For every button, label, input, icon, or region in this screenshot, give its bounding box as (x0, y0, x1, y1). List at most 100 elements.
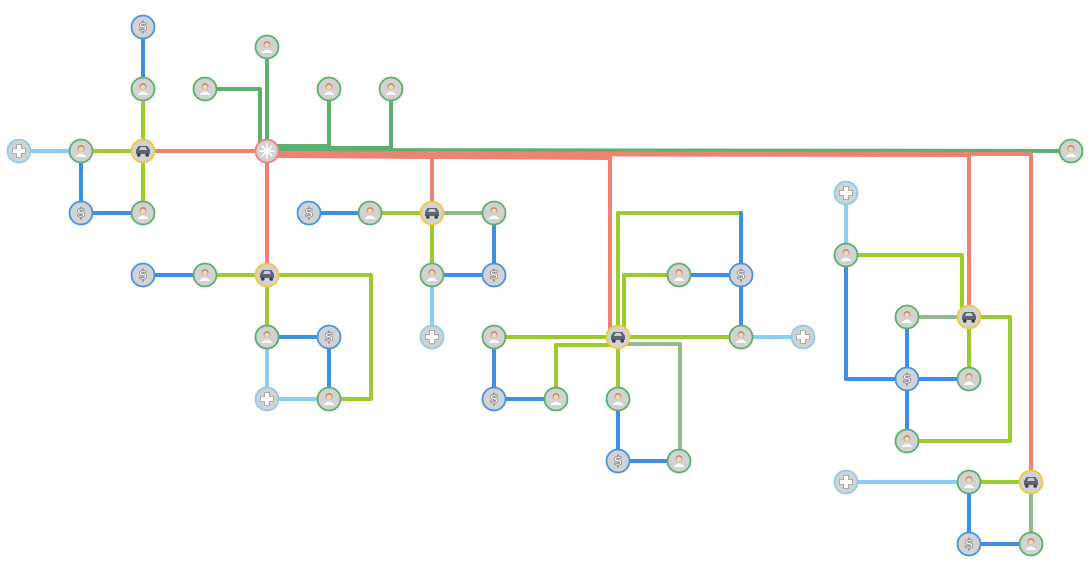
node-person-n46[interactable] (894, 428, 920, 454)
person-icon (550, 393, 562, 405)
car-icon (611, 332, 625, 343)
node-person-n24[interactable] (481, 200, 507, 226)
person-icon (901, 311, 913, 323)
node-person-n36[interactable] (543, 386, 569, 412)
person-icon (735, 331, 747, 343)
node-money-n44[interactable]: $ (894, 366, 920, 392)
person-icon (673, 269, 685, 281)
edge-n10-n12 (272, 87, 393, 150)
cross-icon (839, 186, 853, 200)
node-person-n42[interactable] (894, 304, 920, 330)
edge-n32-n38 (616, 342, 682, 463)
node-vehicle-n16[interactable] (254, 262, 280, 288)
node-person-n33[interactable] (728, 324, 754, 350)
node-vehicle-n32[interactable] (605, 324, 631, 350)
node-person-n7[interactable] (130, 200, 156, 226)
node-hub-n10[interactable] (254, 138, 280, 164)
node-person-n18[interactable] (254, 324, 280, 350)
person-icon (323, 83, 335, 95)
node-money-n1[interactable]: $ (130, 14, 156, 40)
node-money-n6[interactable]: $ (68, 200, 94, 226)
node-person-n31[interactable] (666, 262, 692, 288)
cross-icon (425, 330, 439, 344)
car-icon (260, 270, 274, 281)
node-medical-n34[interactable] (790, 324, 816, 350)
edge-n41-n44 (844, 253, 909, 381)
person-icon (673, 455, 685, 467)
person-icon (137, 207, 149, 219)
car-icon (962, 312, 976, 323)
person-icon (963, 476, 975, 488)
node-vehicle-n23[interactable] (419, 200, 445, 226)
person-icon (385, 83, 397, 95)
node-person-n29[interactable] (481, 324, 507, 350)
edge-n36-n32 (554, 343, 616, 401)
node-medical-n47[interactable] (833, 469, 859, 495)
person-icon (75, 145, 87, 157)
node-person-n15[interactable] (192, 262, 218, 288)
edge-n10-n23 (273, 153, 434, 215)
person-icon (199, 83, 211, 95)
node-money-n14[interactable]: $ (130, 262, 156, 288)
node-money-n19[interactable]: $ (316, 324, 342, 350)
edge-n10-n9 (203, 87, 262, 153)
nodes-layer: $ $ $ $ $ $ $ $ $ $ $ (6, 14, 1084, 557)
node-person-n8[interactable] (254, 34, 280, 60)
person-icon (364, 207, 376, 219)
node-vehicle-n43[interactable] (956, 304, 982, 330)
node-person-n28[interactable] (419, 262, 445, 288)
edge-n10-n13 (274, 148, 1073, 153)
node-medical-n20[interactable] (254, 386, 280, 412)
node-person-n48[interactable] (956, 469, 982, 495)
edge-n43-n46 (905, 315, 1012, 443)
node-vehicle-n5[interactable] (130, 138, 156, 164)
node-medical-n26[interactable] (419, 324, 445, 350)
cross-icon (260, 392, 274, 406)
person-icon (963, 373, 975, 385)
person-icon (1065, 145, 1077, 157)
edge-n10-n49 (273, 151, 1033, 484)
node-person-n45[interactable] (956, 366, 982, 392)
node-medical-n3[interactable] (6, 138, 32, 164)
node-medical-n40[interactable] (833, 180, 859, 206)
node-person-n39[interactable] (605, 386, 631, 412)
node-money-n30[interactable]: $ (728, 262, 754, 288)
car-icon (136, 146, 150, 157)
node-money-n25[interactable]: $ (481, 262, 507, 288)
node-money-n21[interactable]: $ (296, 200, 322, 226)
node-person-n51[interactable] (1018, 531, 1044, 557)
sun-icon (259, 143, 275, 159)
node-person-n38[interactable] (666, 448, 692, 474)
node-person-n12[interactable] (378, 76, 404, 102)
node-person-n27[interactable] (357, 200, 383, 226)
person-icon (488, 331, 500, 343)
edge-n32-n30 (616, 211, 743, 339)
node-person-n22[interactable] (316, 386, 342, 412)
node-person-n4[interactable] (68, 138, 94, 164)
node-person-n2[interactable] (130, 76, 156, 102)
car-icon (425, 208, 439, 219)
person-icon (199, 269, 211, 281)
cross-icon (839, 475, 853, 489)
person-icon (261, 41, 273, 53)
person-icon (137, 83, 149, 95)
node-money-n37[interactable]: $ (605, 448, 631, 474)
person-icon (426, 269, 438, 281)
person-icon (323, 393, 335, 405)
node-person-n9[interactable] (192, 76, 218, 102)
person-icon (1025, 538, 1037, 550)
car-icon (1024, 477, 1038, 488)
person-icon (901, 435, 913, 447)
node-person-n13[interactable] (1058, 138, 1084, 164)
node-money-n50[interactable]: $ (956, 531, 982, 557)
node-person-n11[interactable] (316, 76, 342, 102)
cross-icon (12, 144, 26, 158)
node-person-n41[interactable] (833, 242, 859, 268)
node-vehicle-n49[interactable] (1018, 469, 1044, 495)
node-money-n35[interactable]: $ (481, 386, 507, 412)
cross-icon (796, 330, 810, 344)
edges-layer (17, 25, 1073, 546)
person-icon (612, 393, 624, 405)
